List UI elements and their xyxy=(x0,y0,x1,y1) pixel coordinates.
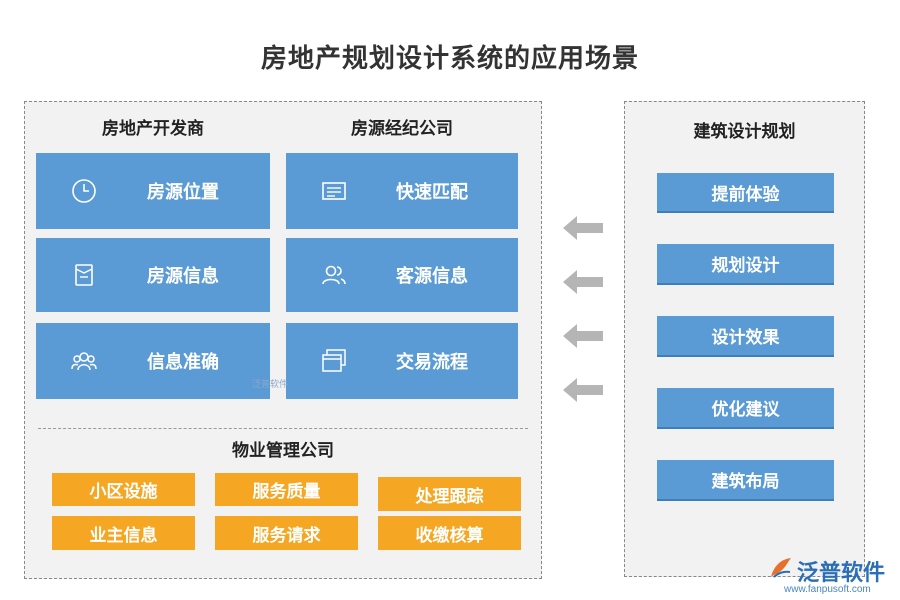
card-listing-info[interactable]: 房源信息 xyxy=(36,238,270,312)
left-arrow-icon xyxy=(563,324,603,348)
brand-url: www.fanpusoft.com xyxy=(784,584,871,595)
watermark-text: 泛普软件 xyxy=(252,379,289,389)
card-client-info[interactable]: 客源信息 xyxy=(286,238,518,312)
architecture-header: 建筑设计规划 xyxy=(693,122,796,141)
id-card-icon xyxy=(322,182,346,200)
property-item[interactable]: 服务请求 xyxy=(215,516,358,550)
card-label: 快速匹配 xyxy=(396,182,468,202)
brand-name: 泛普软件 xyxy=(797,560,886,585)
card-label: 房源信息 xyxy=(147,266,219,286)
users-icon xyxy=(322,265,346,285)
brand-logo-icon xyxy=(771,558,791,578)
group-icon xyxy=(71,352,97,371)
card-info-accurate[interactable]: 信息准确 xyxy=(36,323,270,399)
card-transaction-flow[interactable]: 交易流程 xyxy=(286,323,518,399)
document-icon xyxy=(75,264,93,286)
card-label: 客源信息 xyxy=(396,266,468,286)
agency-header: 房源经纪公司 xyxy=(351,119,453,138)
architecture-item[interactable]: 提前体验 xyxy=(657,173,834,213)
clock-icon xyxy=(72,179,96,203)
section-divider xyxy=(38,428,528,429)
property-item[interactable]: 处理跟踪 xyxy=(378,477,521,511)
windows-icon xyxy=(322,349,346,372)
card-label: 房源位置 xyxy=(147,182,219,202)
left-arrow-icon xyxy=(563,270,603,294)
card-listing-location[interactable]: 房源位置 xyxy=(36,153,270,229)
card-label: 信息准确 xyxy=(147,352,219,372)
property-header: 物业管理公司 xyxy=(232,441,334,460)
architecture-item[interactable]: 规划设计 xyxy=(657,244,834,285)
property-item[interactable]: 服务质量 xyxy=(215,473,358,506)
card-label: 交易流程 xyxy=(396,352,468,372)
property-item[interactable]: 小区设施 xyxy=(52,473,195,506)
property-item[interactable]: 收缴核算 xyxy=(378,516,521,550)
architecture-item[interactable]: 优化建议 xyxy=(657,388,834,429)
card-quick-match[interactable]: 快速匹配 xyxy=(286,153,518,229)
property-item[interactable]: 业主信息 xyxy=(52,516,195,550)
page-title: 房地产规划设计系统的应用场景 xyxy=(260,43,639,73)
architecture-item[interactable]: 设计效果 xyxy=(657,316,834,357)
left-arrow-icon xyxy=(563,378,603,402)
architecture-item[interactable]: 建筑布局 xyxy=(657,460,834,501)
left-arrow-icon xyxy=(563,216,603,240)
developer-header: 房地产开发商 xyxy=(102,119,204,138)
